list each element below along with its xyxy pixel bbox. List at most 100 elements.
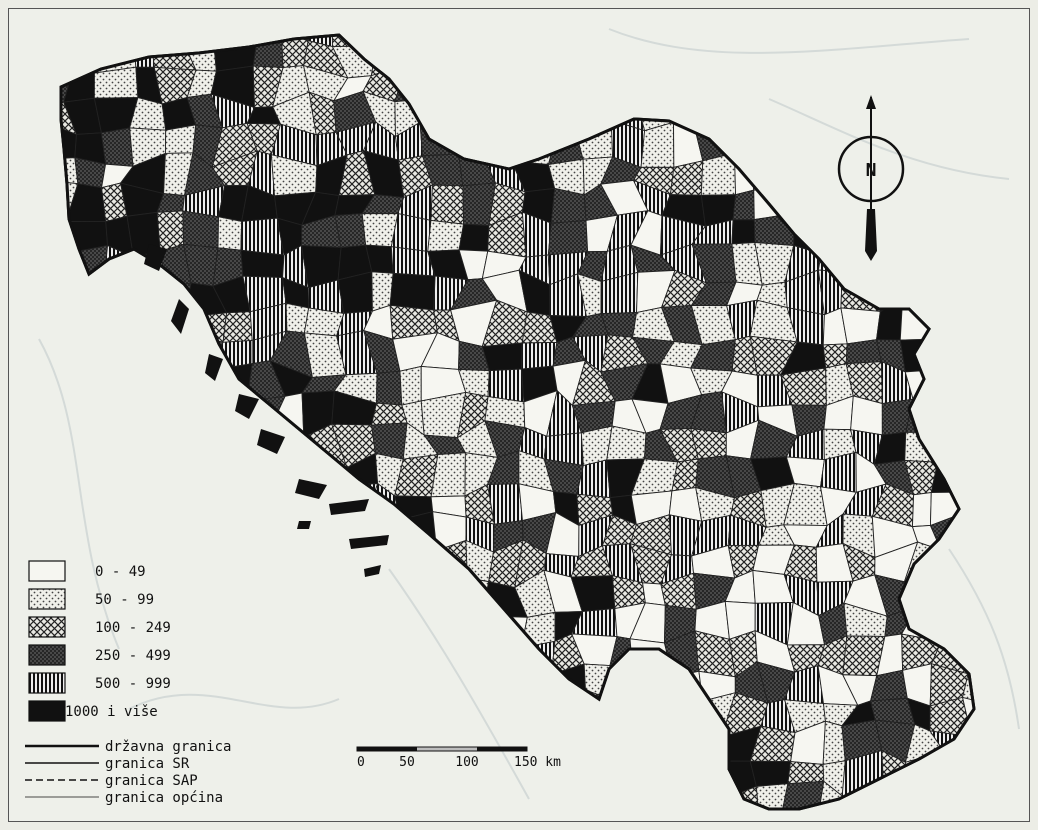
municipality-area <box>394 61 433 103</box>
municipality-area <box>932 751 972 794</box>
municipality-area <box>188 453 226 489</box>
municipality-area <box>749 35 793 48</box>
municipality-area <box>569 782 608 809</box>
municipality-area <box>970 189 974 229</box>
municipality-area <box>370 671 408 700</box>
municipality-area <box>992 430 1029 464</box>
municipality-area <box>181 312 228 343</box>
municipality-area <box>9 725 45 757</box>
municipality-area <box>370 644 403 676</box>
municipality-area <box>607 733 646 760</box>
municipality-area <box>548 782 571 809</box>
municipality-area <box>373 601 394 648</box>
municipality-area <box>1024 730 1030 765</box>
municipality-area <box>547 35 583 70</box>
municipality-area <box>512 35 554 40</box>
municipality-area <box>840 307 881 345</box>
municipality-area <box>431 35 460 71</box>
municipality-area <box>668 693 704 735</box>
municipality-area <box>961 604 974 637</box>
municipality-area <box>370 45 407 77</box>
municipality-area <box>101 432 129 453</box>
municipality-area <box>127 451 159 497</box>
municipality-area <box>990 121 1030 165</box>
municipality-area <box>93 66 139 99</box>
municipality-area <box>389 272 436 311</box>
municipality-area <box>934 184 973 224</box>
municipality-area <box>730 35 758 48</box>
municipality-area <box>546 62 583 108</box>
municipality-area <box>242 811 285 822</box>
municipality-area <box>965 753 974 796</box>
municipality-area <box>818 35 848 43</box>
municipality-area <box>274 755 309 797</box>
municipality-area <box>302 698 338 729</box>
municipality-area <box>465 577 490 617</box>
municipality-area <box>279 546 307 588</box>
municipality-area <box>509 89 558 134</box>
municipality-area <box>9 459 37 496</box>
municipality-area <box>600 813 641 822</box>
municipality-area <box>334 764 374 795</box>
municipality-area <box>964 311 974 340</box>
municipality-area <box>393 779 438 809</box>
municipality-area <box>394 815 430 822</box>
municipality-area <box>991 510 1030 557</box>
municipality-area <box>1022 397 1030 437</box>
legend-label: 0 - 49 <box>95 564 146 580</box>
municipality-area <box>61 333 73 376</box>
municipality-area <box>967 632 974 675</box>
municipality-area <box>101 389 137 436</box>
municipality-area <box>631 693 677 736</box>
municipality-area <box>1024 572 1030 610</box>
municipality-area <box>376 370 403 406</box>
municipality-area <box>1027 760 1030 790</box>
legend-label: 1000 i više <box>65 704 158 720</box>
municipality-area <box>570 813 603 822</box>
municipality-area <box>274 603 314 645</box>
municipality-area <box>966 811 1000 822</box>
municipality-area <box>689 35 737 48</box>
municipality-area <box>1027 786 1030 822</box>
municipality-area <box>732 189 755 221</box>
municipality-area <box>274 727 309 761</box>
municipality-area <box>901 273 938 303</box>
municipality-area <box>904 98 948 132</box>
municipality-area <box>481 342 523 372</box>
municipality-area <box>9 399 46 432</box>
municipality-area <box>789 67 823 104</box>
municipality-area <box>66 366 106 408</box>
municipality-area <box>180 35 218 38</box>
municipality-area <box>1004 730 1029 766</box>
municipality-area <box>520 689 547 724</box>
municipality-area <box>546 90 575 134</box>
municipality-area <box>929 300 970 340</box>
municipality-area <box>609 698 639 735</box>
municipality-area <box>631 674 674 701</box>
municipality-area <box>968 35 974 48</box>
municipality-area <box>130 812 168 822</box>
legend-swatch-crosshatch <box>28 616 66 638</box>
line-legend-label: državna granica <box>105 739 231 755</box>
municipality-area <box>240 604 280 644</box>
municipality-area <box>248 483 282 528</box>
municipality-area <box>372 721 401 766</box>
municipality-area <box>61 603 96 642</box>
municipality-area <box>179 391 221 439</box>
municipality-area <box>899 42 945 72</box>
municipality-area <box>135 359 158 400</box>
municipality-area <box>389 572 436 605</box>
municipality-area <box>1023 330 1030 371</box>
municipality-area <box>695 96 738 134</box>
municipality-area <box>61 271 71 317</box>
municipality-area <box>69 479 101 516</box>
municipality-area <box>609 66 645 106</box>
municipality-area <box>992 9 1030 46</box>
municipality-area <box>936 273 966 313</box>
municipality-area <box>240 217 285 256</box>
municipality-area <box>810 73 856 107</box>
municipality-area <box>210 547 259 586</box>
municipality-area <box>61 157 79 185</box>
municipality-area <box>370 402 408 426</box>
